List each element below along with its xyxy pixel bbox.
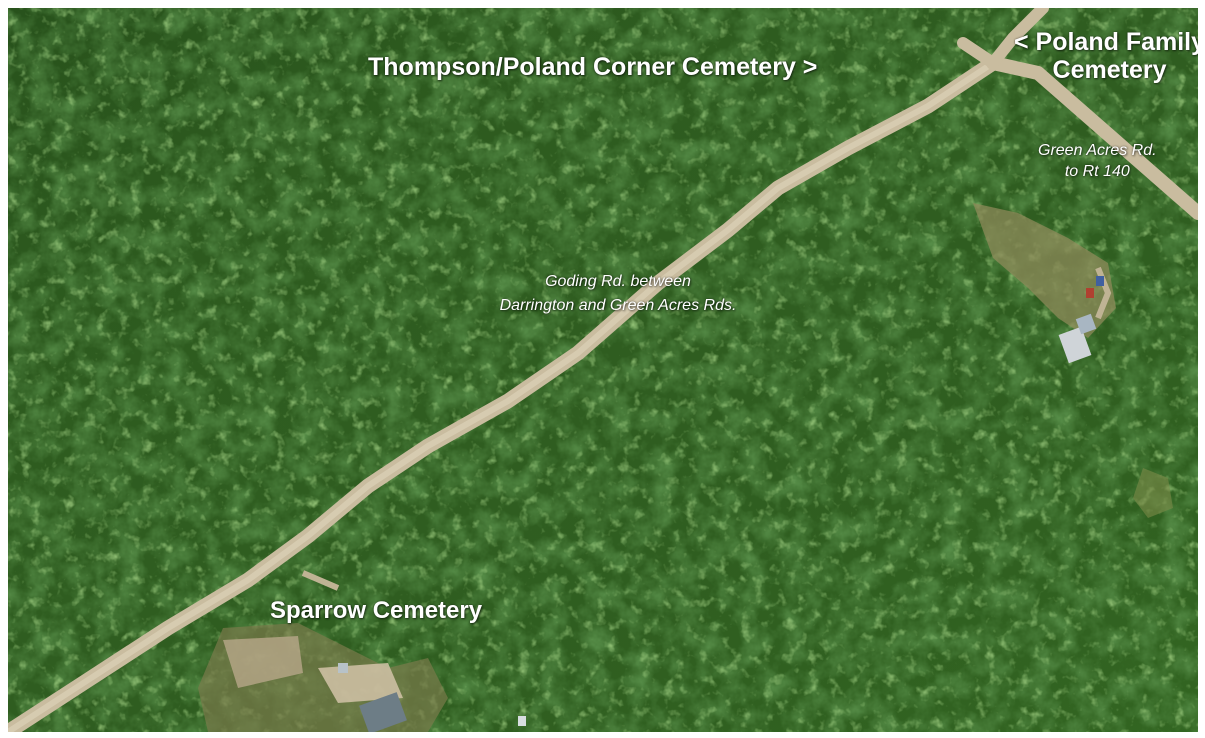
building-upper-right (1058, 326, 1092, 364)
aerial-map: Thompson/Poland Corner Cemetery > < Pola… (8, 8, 1198, 732)
goding-road-label: Goding Rd. between Darrington and Green … (448, 270, 788, 318)
poland-family-line1: < Poland Family (1014, 28, 1198, 56)
green-acres-road-label: Green Acres Rd. to Rt 140 (1038, 140, 1157, 182)
green-acres-road (986, 56, 1198, 220)
building-lower (359, 692, 407, 732)
satellite-image (8, 8, 1198, 732)
sparrow-cemetery-label: Sparrow Cemetery (270, 597, 483, 624)
clearing-upper-right (973, 203, 1116, 338)
goding-line1: Goding Rd. between (545, 273, 691, 290)
green-acres-line2: to Rt 140 (1064, 163, 1130, 180)
thompson-poland-cemetery-label: Thompson/Poland Corner Cemetery > (368, 53, 818, 81)
poland-family-line2: Cemetery (1052, 56, 1167, 84)
poland-family-cemetery-label: < Poland Family Cemetery (1014, 28, 1198, 84)
green-acres-line1: Green Acres Rd. (1038, 142, 1157, 159)
goding-line2: Darrington and Green Acres Rds. (499, 297, 737, 314)
